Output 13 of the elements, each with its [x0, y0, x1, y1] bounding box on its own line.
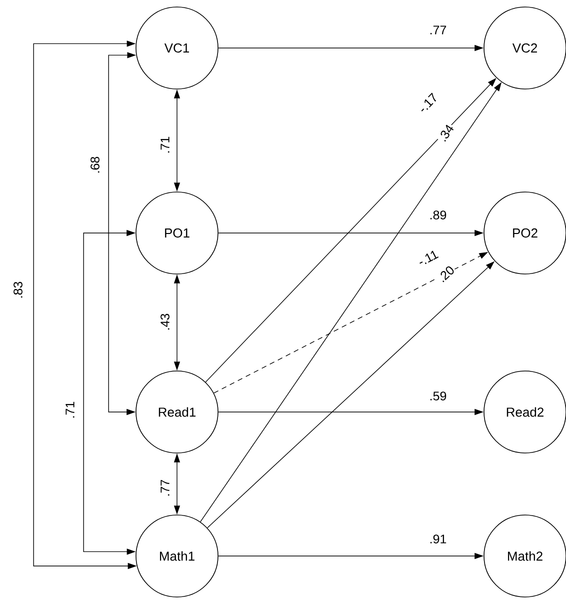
edge-label: .89 [428, 210, 448, 220]
edge-label: -.17 [416, 90, 440, 116]
edge-label: .34 [436, 122, 456, 144]
edge-label: .77 [160, 478, 170, 498]
edge-label: .71 [160, 135, 170, 155]
edge-label: .83 [12, 280, 24, 300]
edge-label: .77 [428, 24, 448, 36]
edge-label: .91 [428, 534, 448, 544]
edge-label: .59 [428, 390, 448, 402]
edge-label: .68 [90, 155, 100, 175]
edge-label: .20 [435, 263, 457, 285]
edge-label: .71 [64, 400, 76, 420]
edge-label: .43 [160, 312, 170, 332]
